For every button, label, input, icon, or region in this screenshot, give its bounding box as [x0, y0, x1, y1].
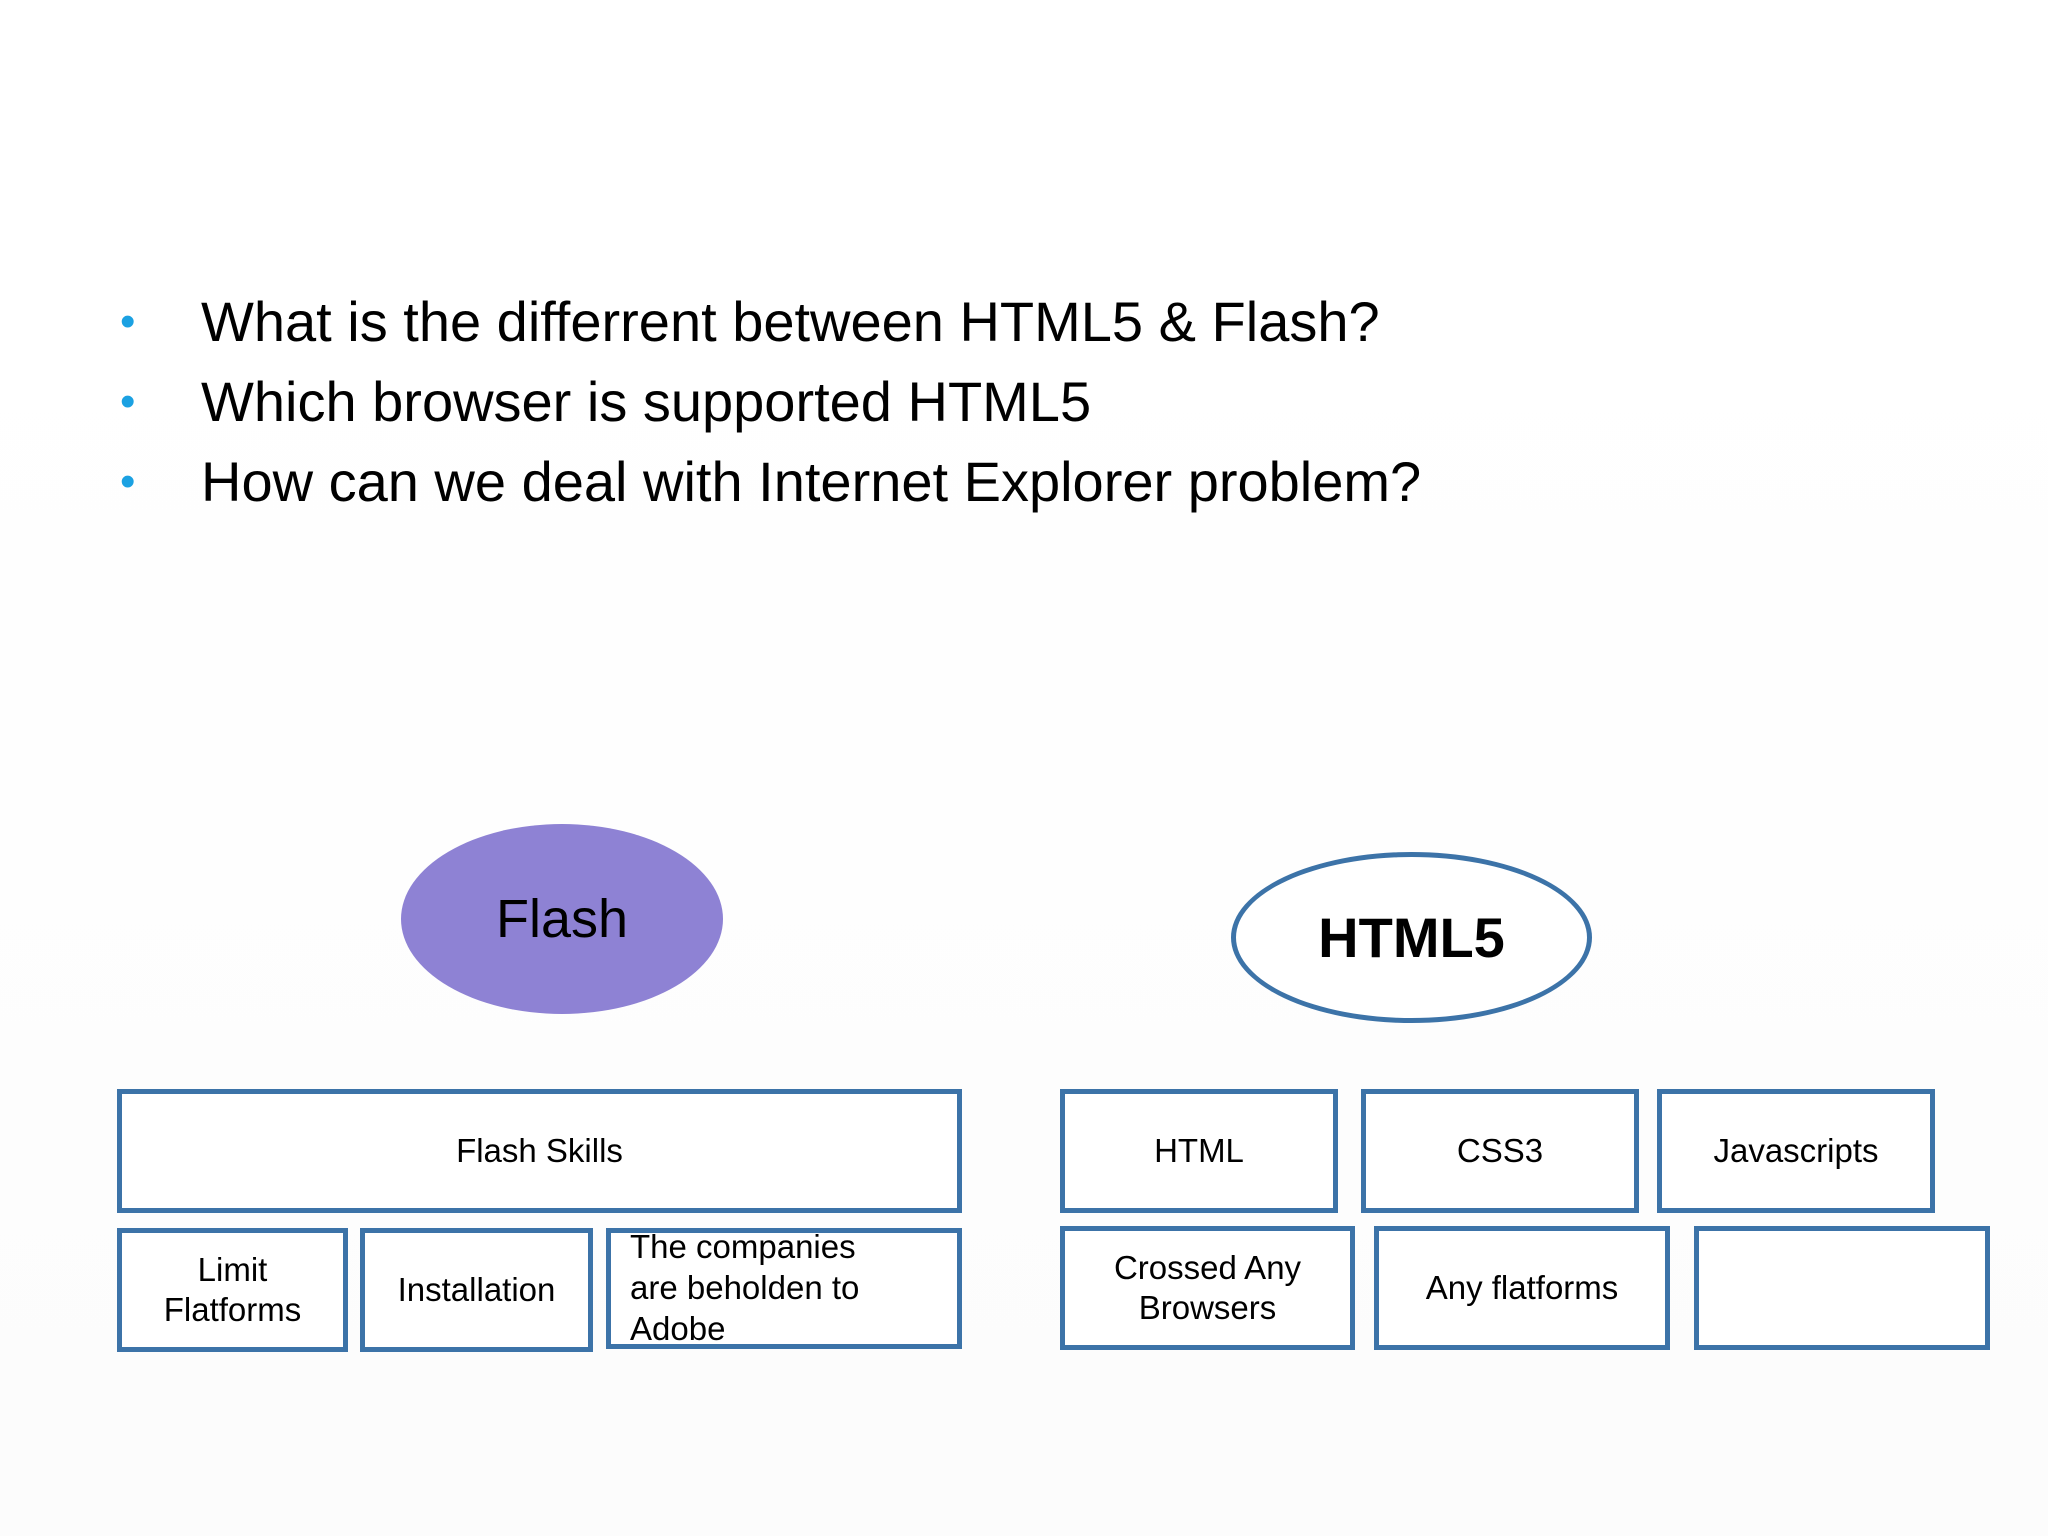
- bullet-text: Which browser is supported HTML5: [201, 370, 1092, 433]
- html5-component-label: HTML: [1154, 1131, 1244, 1169]
- bullet-dot-icon: •: [120, 297, 136, 346]
- html5-advantage-box: Any flatforms: [1374, 1226, 1670, 1350]
- html5-component-box: HTML: [1060, 1089, 1338, 1213]
- html5-title: HTML5: [1318, 906, 1505, 969]
- bullet-dot-icon: •: [120, 377, 136, 426]
- flash-title: Flash: [495, 889, 629, 949]
- flash-skills-box: Flash Skills: [117, 1089, 962, 1213]
- html5-ellipse: HTML5: [1231, 852, 1592, 1023]
- flash-drawback-label: Installation: [397, 1270, 556, 1308]
- html5-component-box: CSS3: [1361, 1089, 1639, 1213]
- bullet-text: What is the differrent between HTML5 & F…: [201, 290, 1380, 353]
- bullet-dot-icon: •: [120, 457, 136, 506]
- html5-component-label: Javascripts: [1713, 1131, 1879, 1169]
- flash-ellipse: Flash: [401, 824, 723, 1014]
- bullet-item: • How can we deal with Internet Explorer…: [118, 442, 1421, 522]
- html5-component-label: CSS3: [1456, 1131, 1544, 1169]
- flash-skills-label: Flash Skills: [456, 1131, 623, 1169]
- html5-component-box: Javascripts: [1657, 1089, 1935, 1213]
- html5-advantage-label: Any flatforms: [1425, 1268, 1619, 1306]
- html5-advantage-box-empty: [1694, 1226, 1990, 1350]
- bullet-list: • What is the differrent between HTML5 &…: [118, 282, 1421, 522]
- bullet-text: How can we deal with Internet Explorer p…: [201, 450, 1422, 513]
- bullet-item: • Which browser is supported HTML5: [118, 362, 1421, 442]
- flash-drawback-box: Installation: [360, 1228, 593, 1352]
- bullet-item: • What is the differrent between HTML5 &…: [118, 282, 1421, 362]
